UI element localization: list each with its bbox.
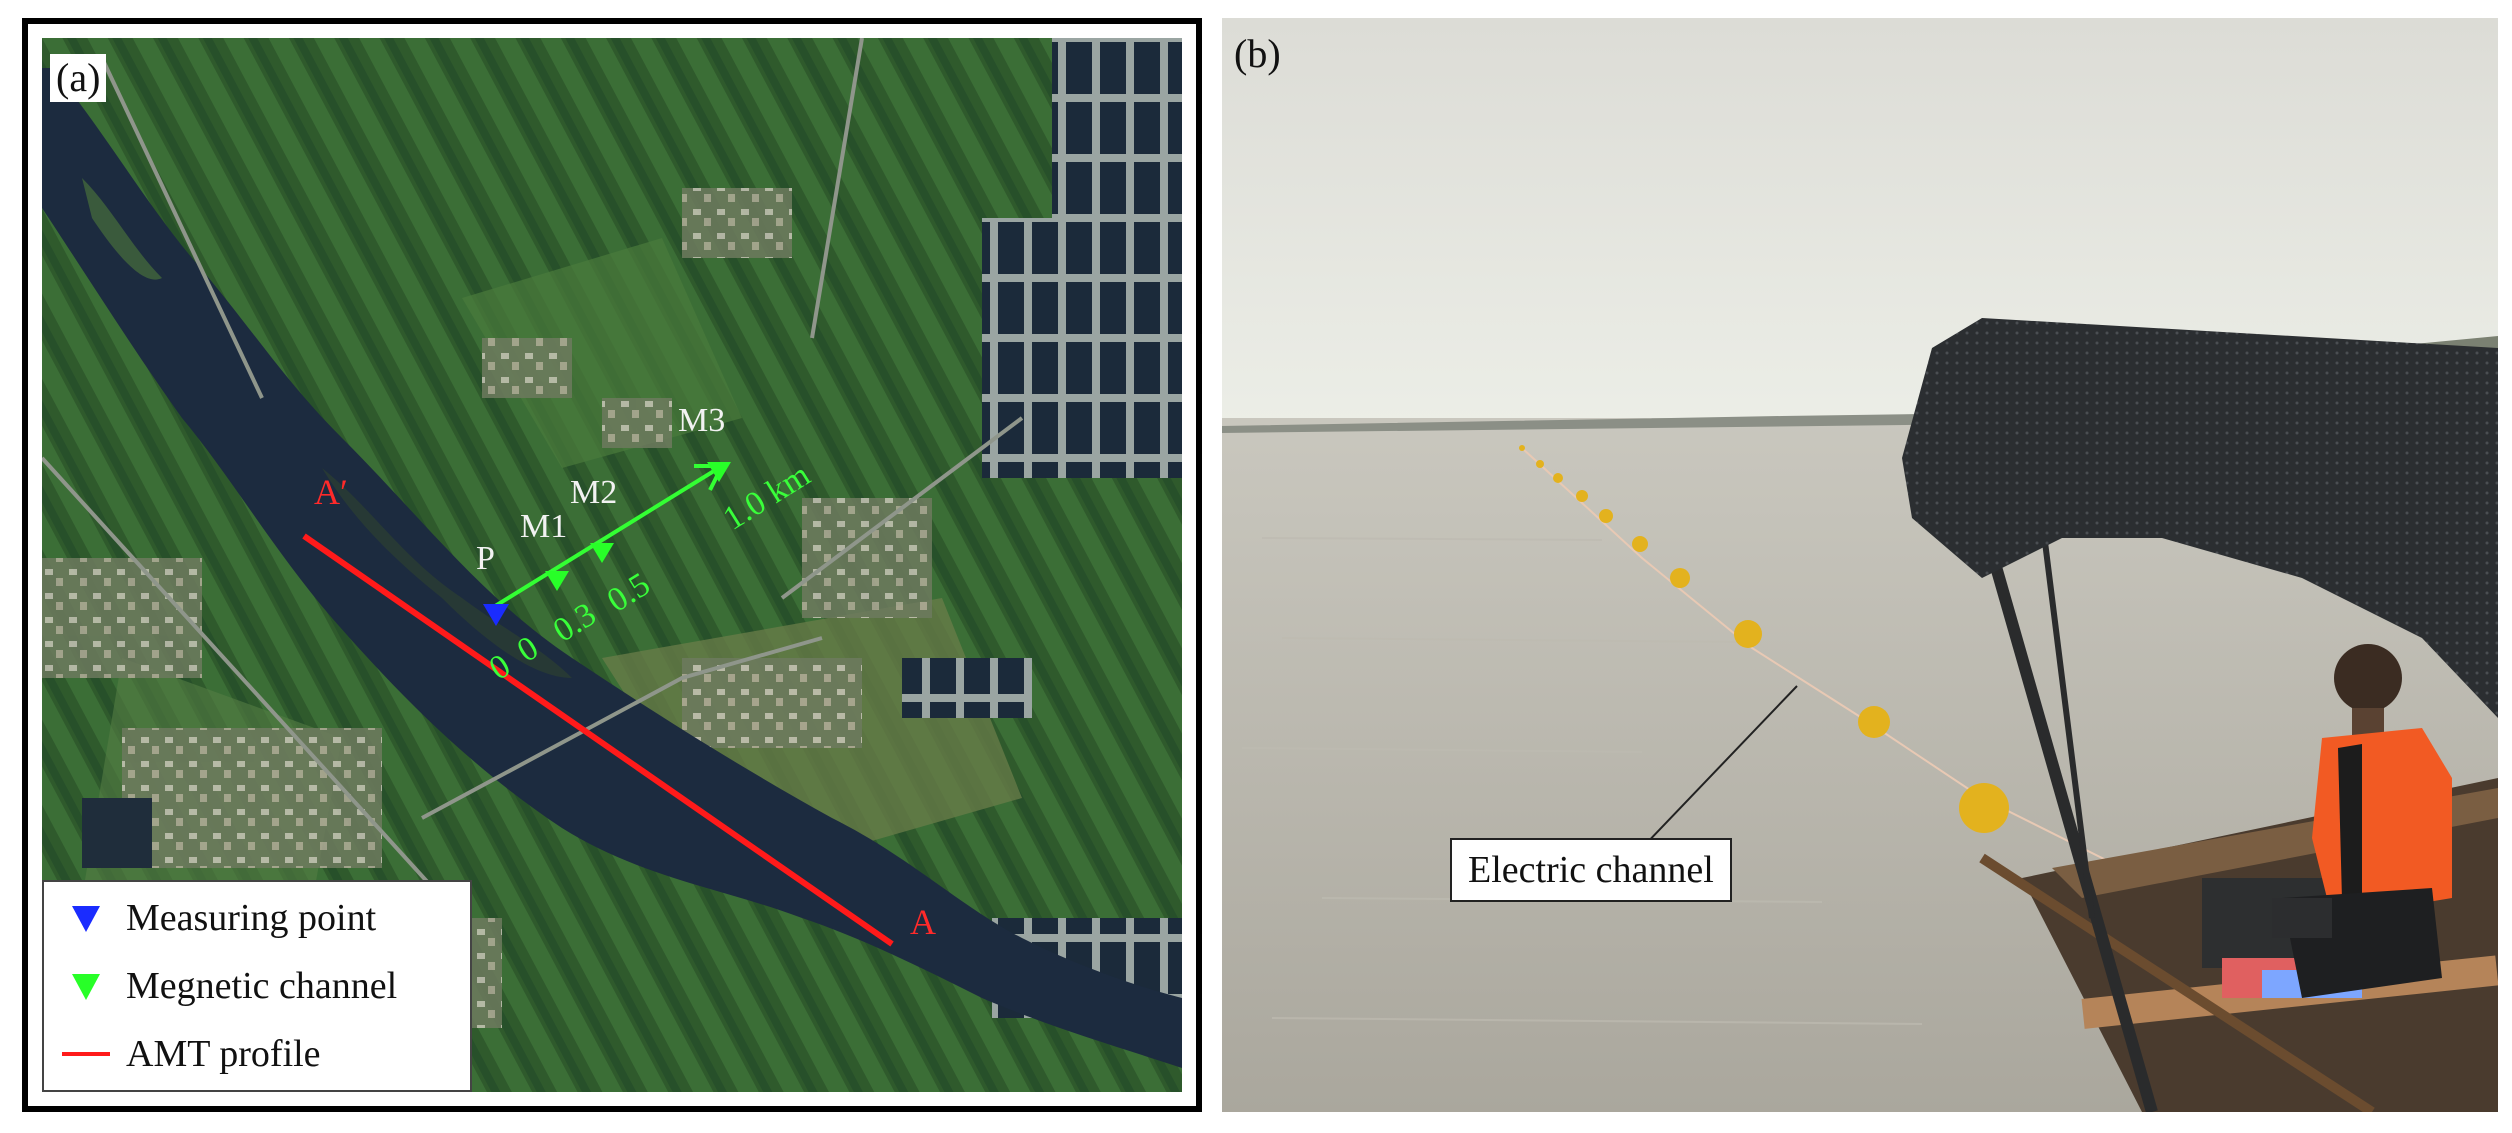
fish-ponds [82,38,1182,1018]
m3-marker [707,462,731,482]
legend-label: Megnetic channel [126,965,398,1007]
red-line-icon [62,1052,110,1056]
buoys [1519,445,2009,833]
point-m3-label: M3 [678,402,726,439]
shade-net-canopy [1902,318,2498,718]
amt-profile-line [302,533,894,947]
profile-end-a-prime: A′ [314,472,348,512]
blue-triangle-icon [72,906,100,932]
panel-a-label: (a) [50,54,107,102]
legend-item-measuring-point: Measuring point [58,888,376,948]
person-head [2334,644,2402,712]
annotation-leader [1641,685,1798,849]
villages [42,188,932,1028]
legend-label: Measuring point [126,897,377,939]
legend-item-amt-profile: AMT profile [58,1024,321,1084]
profile-end-a: A [910,902,936,942]
river [42,68,1182,1068]
field-photo [1222,18,2498,1112]
measuring-point-marker [483,604,509,626]
field-photo-panel: Electric channel [1222,18,2498,1112]
paddle-pole [1979,853,2375,1112]
map-legend: Measuring point Megnetic channel AMT pro… [42,880,472,1092]
point-m1-label: M1 [520,508,568,545]
legend-item-magnetic-channel: Megnetic channel [58,956,397,1016]
green-triangle-icon [72,974,100,1000]
satellite-map-panel: (a) P M1 M2 M3 A′ A 0 0 0.3 0.5 1.0 km M… [22,18,1202,1112]
electric-channel-callout: Electric channel [1450,838,1732,902]
roads [42,38,1024,900]
buoy-cable [1521,447,2223,919]
point-p-label: P [476,540,495,577]
magnetic-channel-arrow [490,464,724,610]
legend-label: AMT profile [126,1033,321,1075]
m1-marker [545,571,569,591]
m2-marker [590,543,614,563]
point-m2-label: M2 [570,474,618,511]
panel-b-label: (b) [1234,31,1281,76]
